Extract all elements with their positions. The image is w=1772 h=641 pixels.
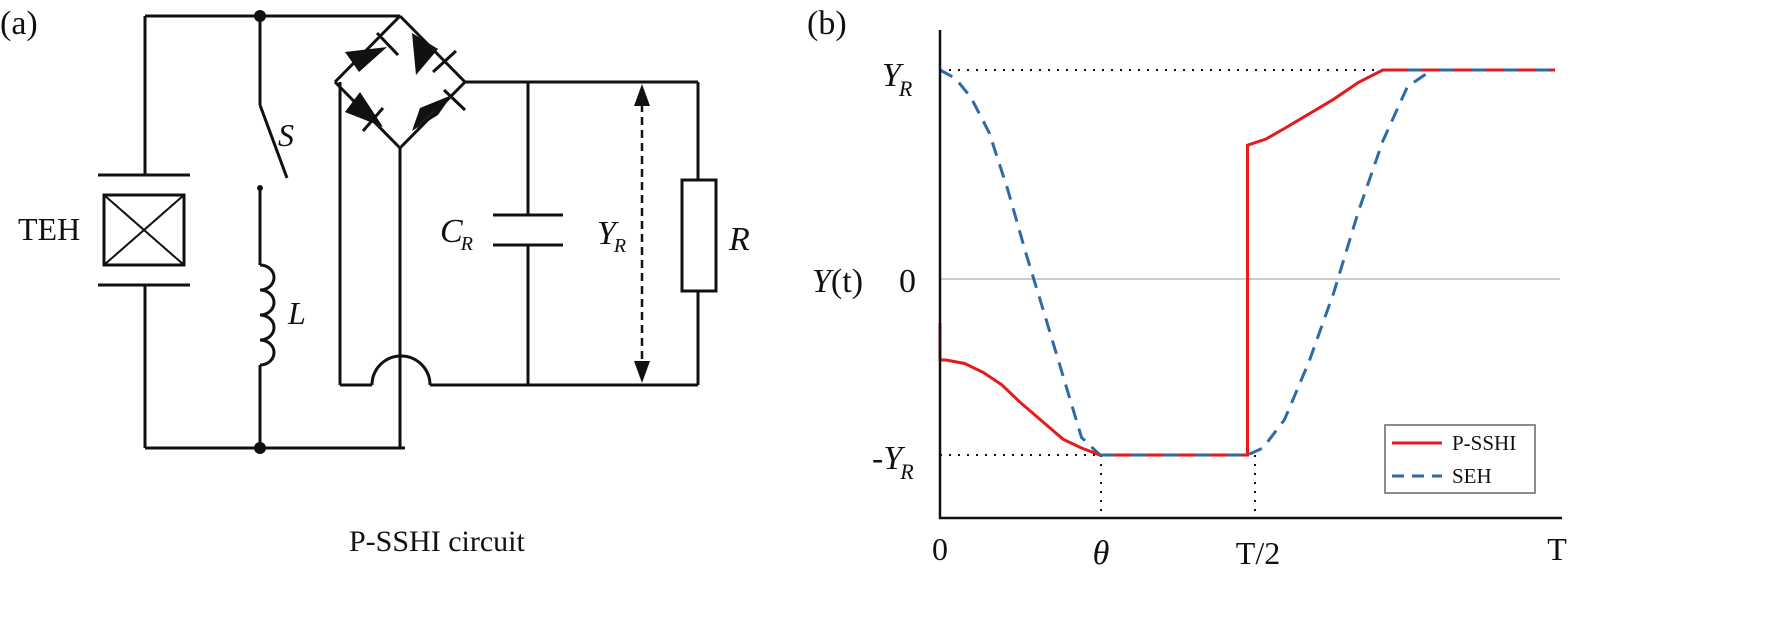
capacitor-cr [493,213,563,247]
x-tick-half-period: T/2 [1236,535,1280,571]
y-tick-bottom: -YR [872,440,914,484]
circuit-caption: P-SSHI circuit [349,525,525,558]
capacitor-label: CR [440,213,473,255]
voltage-label: YR [597,215,626,257]
inductor-l [259,263,276,367]
legend-label-seh: SEH [1452,464,1492,488]
y-tick-zero: 0 [899,263,916,300]
x-tick-zero: 0 [932,531,948,567]
diode-d1 [345,47,387,72]
legend-box [1384,424,1536,494]
y-axis-label: Y(t) [812,263,863,300]
resistor-label: R [728,221,750,258]
teh-element [98,173,190,287]
diode-d2 [412,33,438,75]
legend-label-p-sshi: P-SSHI [1452,431,1516,455]
x-tick-theta: θ [1093,535,1110,572]
junction-node-top [254,10,266,22]
series-line-p-sshi [938,68,1555,457]
circuit-wires [143,14,700,450]
x-tick-period: T [1547,531,1567,567]
inductor-label: L [287,295,306,331]
panel-a: (a) [0,5,750,558]
teh-label: TEH [18,211,80,247]
panel-a-label: (a) [0,5,38,42]
voltage-arrow [634,84,650,383]
panel-b: (b) YR 0 -YR Y(t) 0 θ T/2 T P-SSHI SEH [807,5,1567,572]
switch-s [257,104,289,191]
panel-b-label: (b) [807,5,847,42]
resistor-r [680,178,718,293]
legend: P-SSHI SEH [1384,424,1536,494]
junction-node-bottom [254,442,266,454]
switch-label: S [278,117,294,153]
series-overlap-dashes [1099,68,1555,457]
diode-bridge [333,14,467,150]
y-tick-top: YR [882,57,913,101]
